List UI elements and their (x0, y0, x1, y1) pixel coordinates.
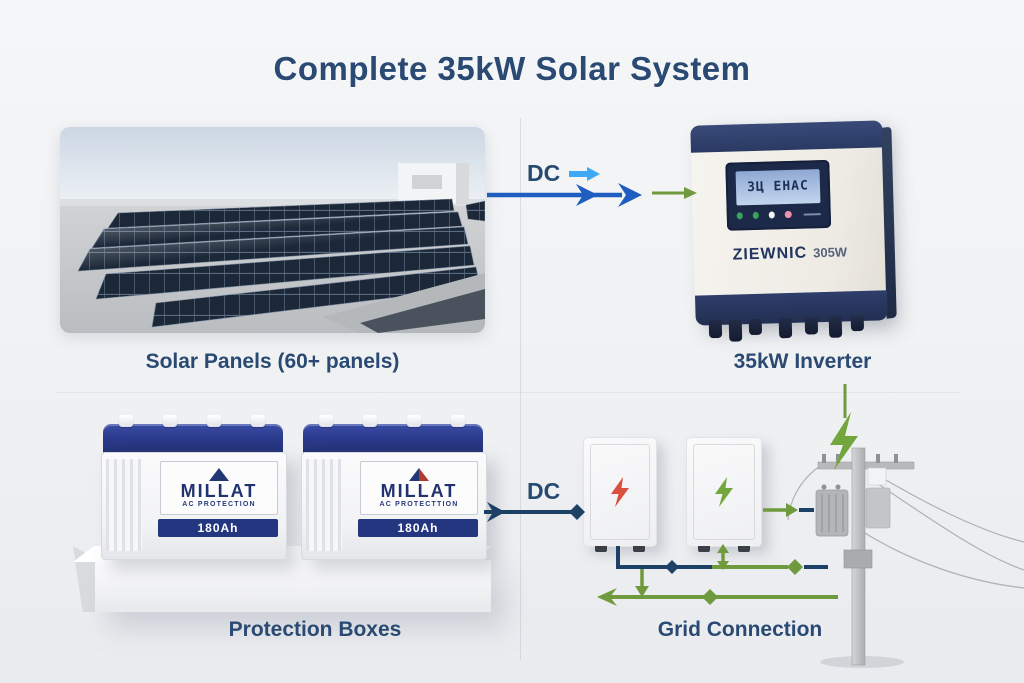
battery-capacity-banner: 180Ah (158, 519, 278, 537)
grid-bolt-icon (830, 412, 858, 470)
millat-logo-icon (209, 468, 229, 481)
battery-capacity-banner: 180Ah (358, 519, 478, 537)
battery-terminal-icon (207, 415, 221, 427)
box-foot (698, 546, 710, 552)
green-arrow-into-inverter (652, 187, 697, 199)
millat-logo-icon (409, 468, 429, 481)
inverter-connectors (695, 315, 886, 344)
dc-label-bottom: DC (527, 478, 560, 505)
dc-arrow-bottom (484, 502, 585, 522)
battery-2: MILLAT AC PROTECTTION 180Ah (301, 415, 487, 560)
platform-front (95, 560, 491, 612)
dc-text: DC (527, 160, 561, 186)
rooftop-solar-illustration (60, 127, 485, 333)
box-foot (633, 546, 645, 552)
dc-small-arrow-icon (569, 166, 601, 181)
box-foot (595, 546, 607, 552)
battery-brand: MILLAT (380, 481, 458, 501)
inverter-top-band (690, 120, 883, 153)
led-white-icon (768, 211, 776, 219)
inverter-led-row (736, 210, 821, 220)
inverter-label: 35kW Inverter (733, 350, 872, 373)
protection-box-door (693, 444, 755, 540)
inverter-display: 3Ц ЕНАС (725, 159, 832, 231)
horizontal-divider (55, 392, 960, 393)
ac-line-box-to-transformer (763, 503, 814, 517)
green-return-line (597, 569, 838, 606)
solar-panels-label: Solar Panels (60+ panels) (145, 350, 400, 373)
battery-terminal-icon (319, 415, 333, 427)
dc-label-top: DC (527, 160, 601, 187)
battery-body: MILLAT AC PROTECTTION 180Ah (301, 452, 487, 560)
solar-panels-photo (60, 127, 485, 333)
battery-body: MILLAT AC PROTECTION 180Ah (101, 452, 287, 560)
battery-terminal-icon (451, 415, 465, 427)
battery-lid (303, 415, 483, 456)
vertical-divider (520, 118, 521, 660)
battery-terminal-icon (363, 415, 377, 427)
led-green-icon (736, 212, 744, 220)
power-wires (787, 465, 1024, 589)
protection-box-door (590, 444, 650, 540)
dc-text: DC (527, 478, 561, 504)
battery-terminal-icon (163, 415, 177, 427)
pole-junction-box (867, 467, 887, 486)
transformer (815, 484, 849, 537)
red-lightning-icon (611, 477, 629, 507)
rooftop-access-box (398, 163, 469, 204)
inverter-lcd-text: 3Ц ЕНАС (735, 169, 821, 206)
building-edge (322, 273, 485, 333)
box-foot (738, 546, 750, 552)
battery-label-panel: MILLAT AC PROTECTTION (360, 461, 478, 515)
page-title: Complete 35kW Solar System (273, 50, 751, 87)
battery-label-panel: MILLAT AC PROTECTION (160, 461, 278, 515)
inverter-brand: ZIEWNIC (732, 244, 808, 264)
battery-terminal-icon (407, 415, 421, 427)
battery-ribs (306, 459, 342, 551)
protection-box-dc (583, 437, 657, 552)
inverter-model: 305W (812, 244, 848, 261)
battery-terminal-icon (119, 415, 133, 427)
green-double-arrow (717, 544, 729, 570)
battery-subtitle: AC PROTECTION (182, 501, 256, 508)
battery-terminal-icon (251, 415, 265, 427)
battery-ribs (106, 459, 142, 551)
green-lightning-icon (715, 477, 733, 507)
dc-bus-line (616, 546, 828, 575)
protection-boxes-label: Protection Boxes (228, 618, 402, 641)
led-red-icon (785, 210, 792, 219)
led-green-icon (752, 211, 760, 220)
pole-equipment-box (865, 487, 891, 529)
battery-lid (103, 415, 283, 456)
battery-1: MILLAT AC PROTECTION 180Ah (101, 415, 287, 560)
battery-subtitle: AC PROTECTTION (379, 501, 459, 508)
led-label-dash (803, 212, 821, 216)
solar-panel-array (77, 198, 485, 328)
battery-brand: MILLAT (180, 481, 258, 501)
grid-connection-label: Grid Connection (657, 618, 823, 641)
protection-box-ac (686, 437, 762, 552)
